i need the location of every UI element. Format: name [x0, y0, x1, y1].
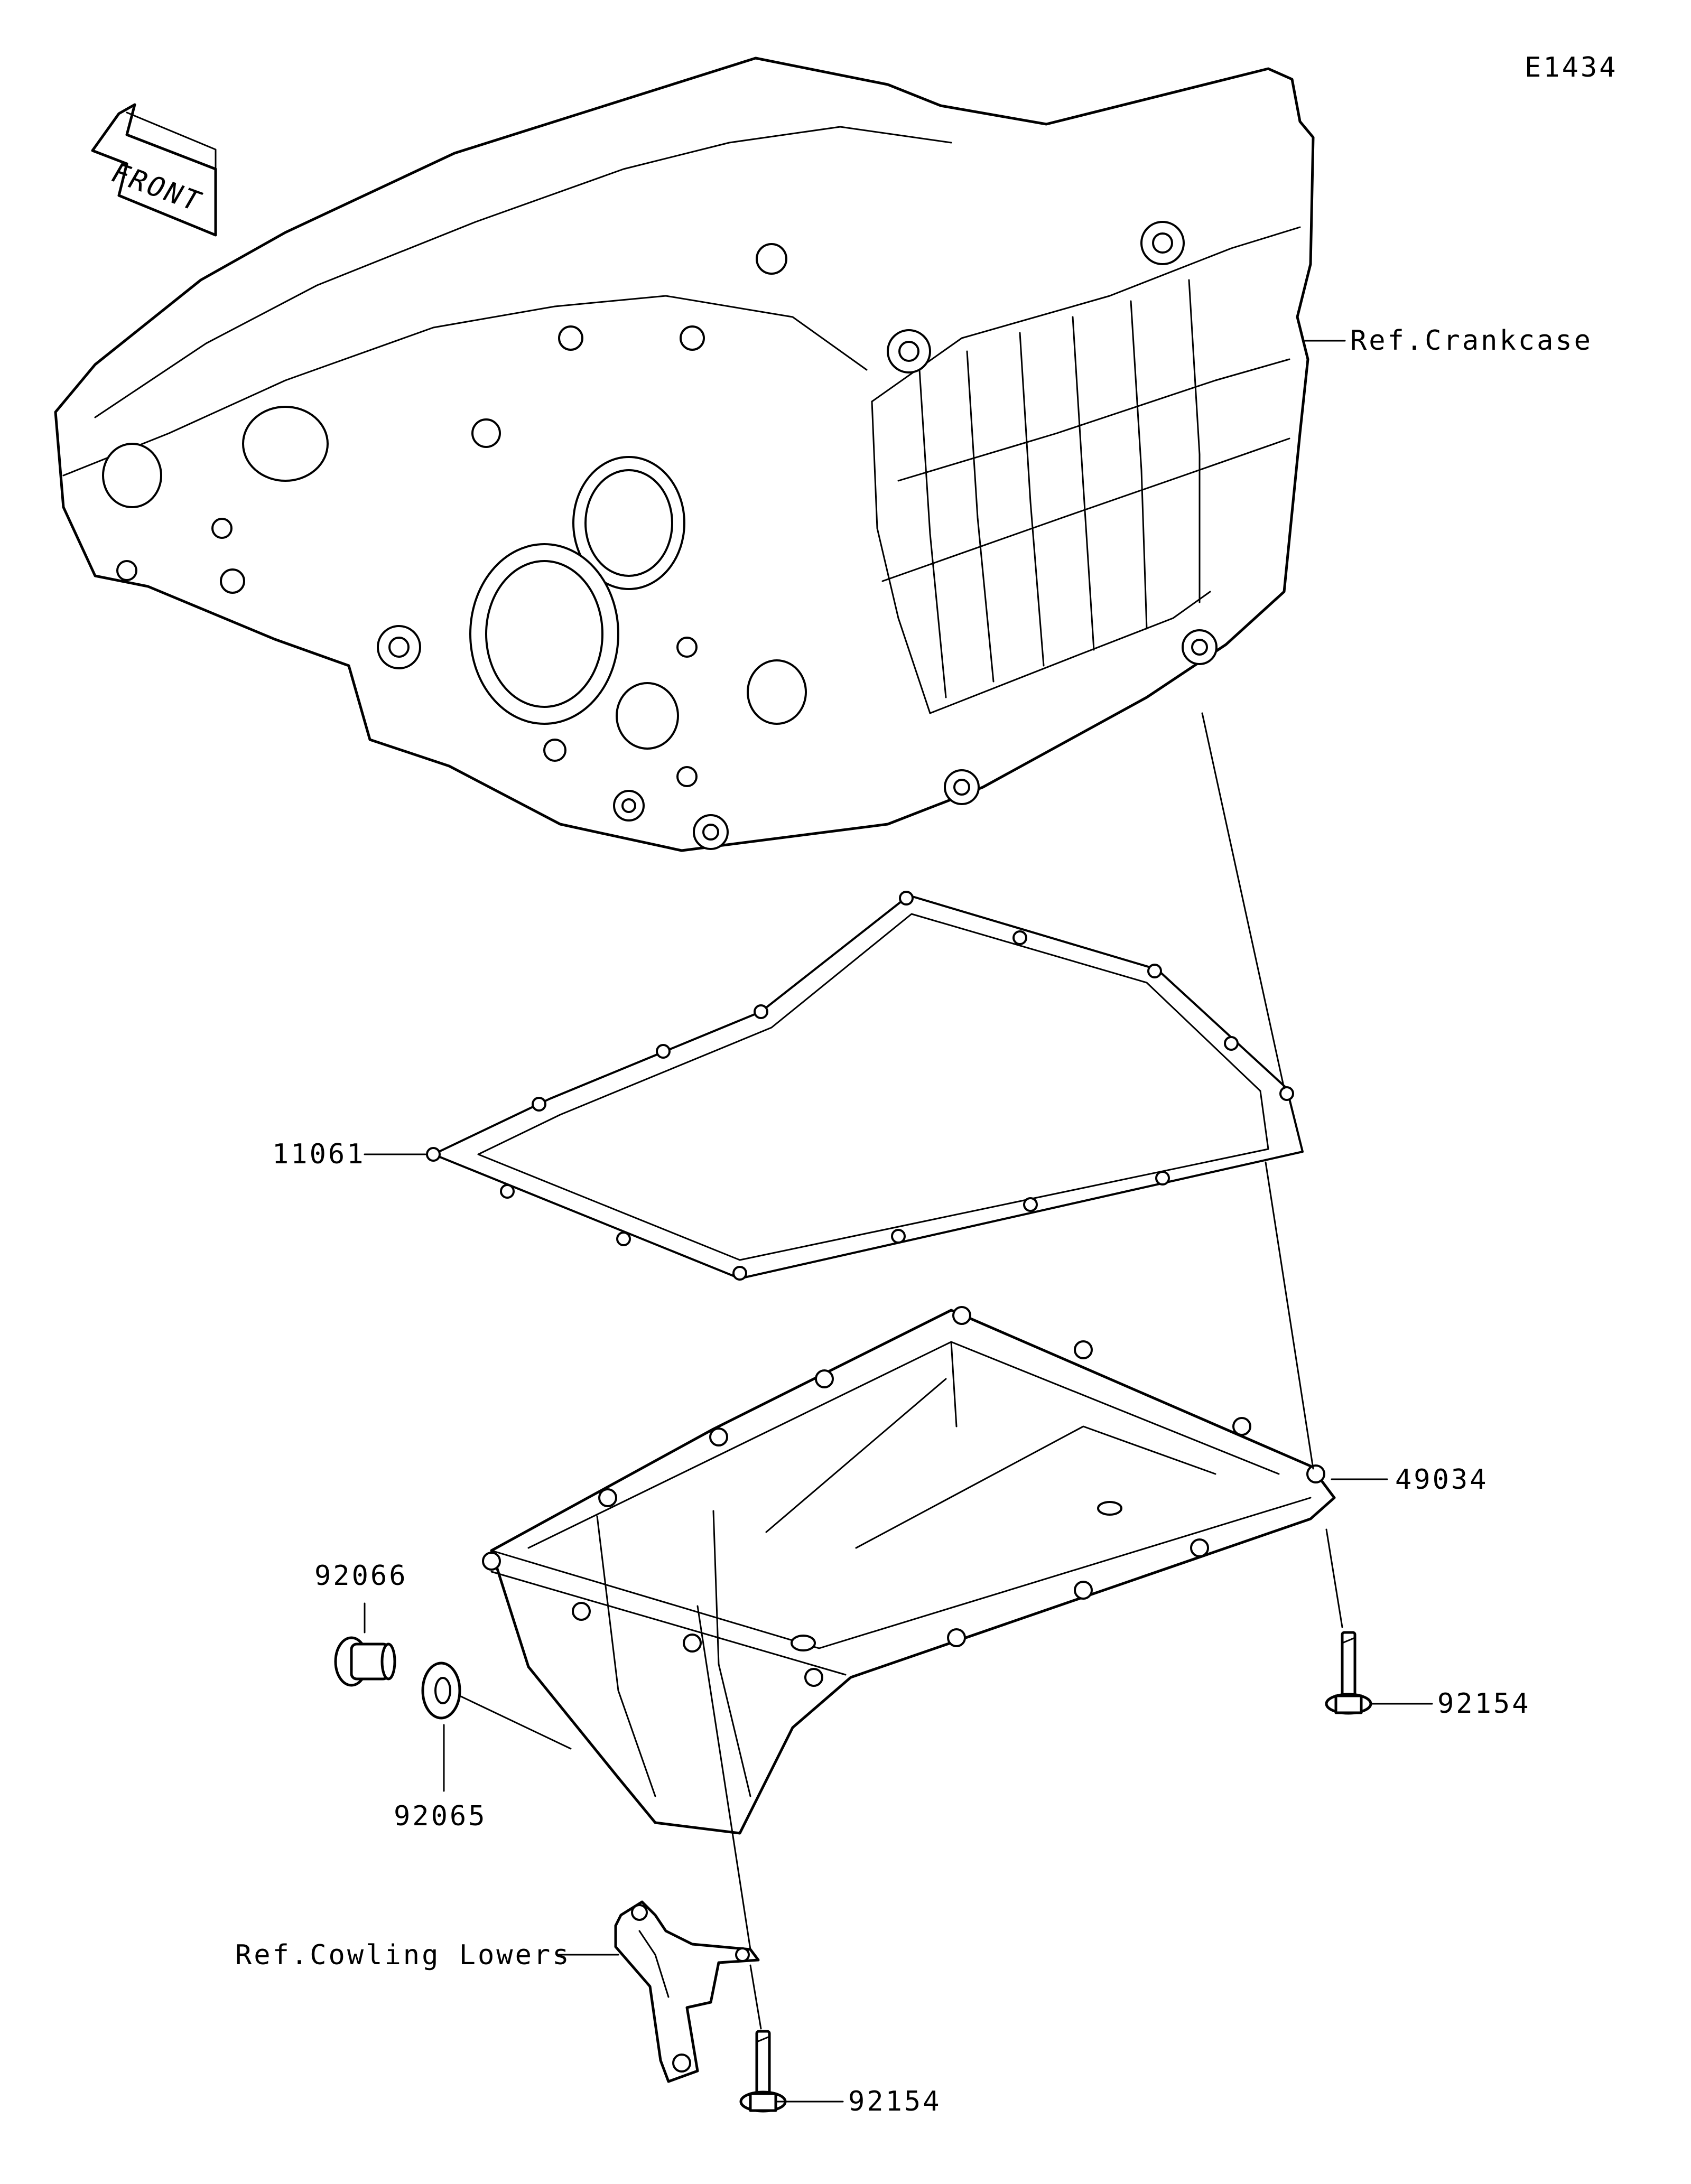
label-washer-92065: 92065	[394, 1800, 487, 1832]
label-gasket-11061: 11061	[272, 1138, 366, 1170]
bolt-upper-illustration	[1325, 1631, 1372, 1715]
label-bolt-upper-92154: 92154	[1437, 1688, 1531, 1720]
label-plug-92066: 92066	[314, 1560, 408, 1592]
crankcase-illustration	[54, 57, 1315, 852]
oil-pan-illustration	[482, 1306, 1336, 1835]
washer-illustration	[421, 1662, 461, 1720]
assembly-lines	[696, 712, 1343, 2030]
front-arrow-icon: FRONT	[91, 103, 217, 237]
label-leaders	[364, 340, 1433, 2103]
bolt-lower-illustration	[739, 2030, 787, 2113]
label-ref-cowling-lowers: Ref.Cowling Lowers	[235, 1939, 571, 1971]
label-ref-crankcase: Ref.Crankcase	[1350, 325, 1593, 357]
label-bolt-lower-92154: 92154	[848, 2086, 942, 2117]
diagram-code: E1434	[1525, 52, 1618, 83]
label-oil-pan-49034: 49034	[1395, 1464, 1489, 1496]
oil-pan-gasket-illustration	[426, 891, 1304, 1281]
cowling-bracket-illustration	[614, 1900, 760, 2083]
drain-plug-illustration	[334, 1636, 396, 1687]
